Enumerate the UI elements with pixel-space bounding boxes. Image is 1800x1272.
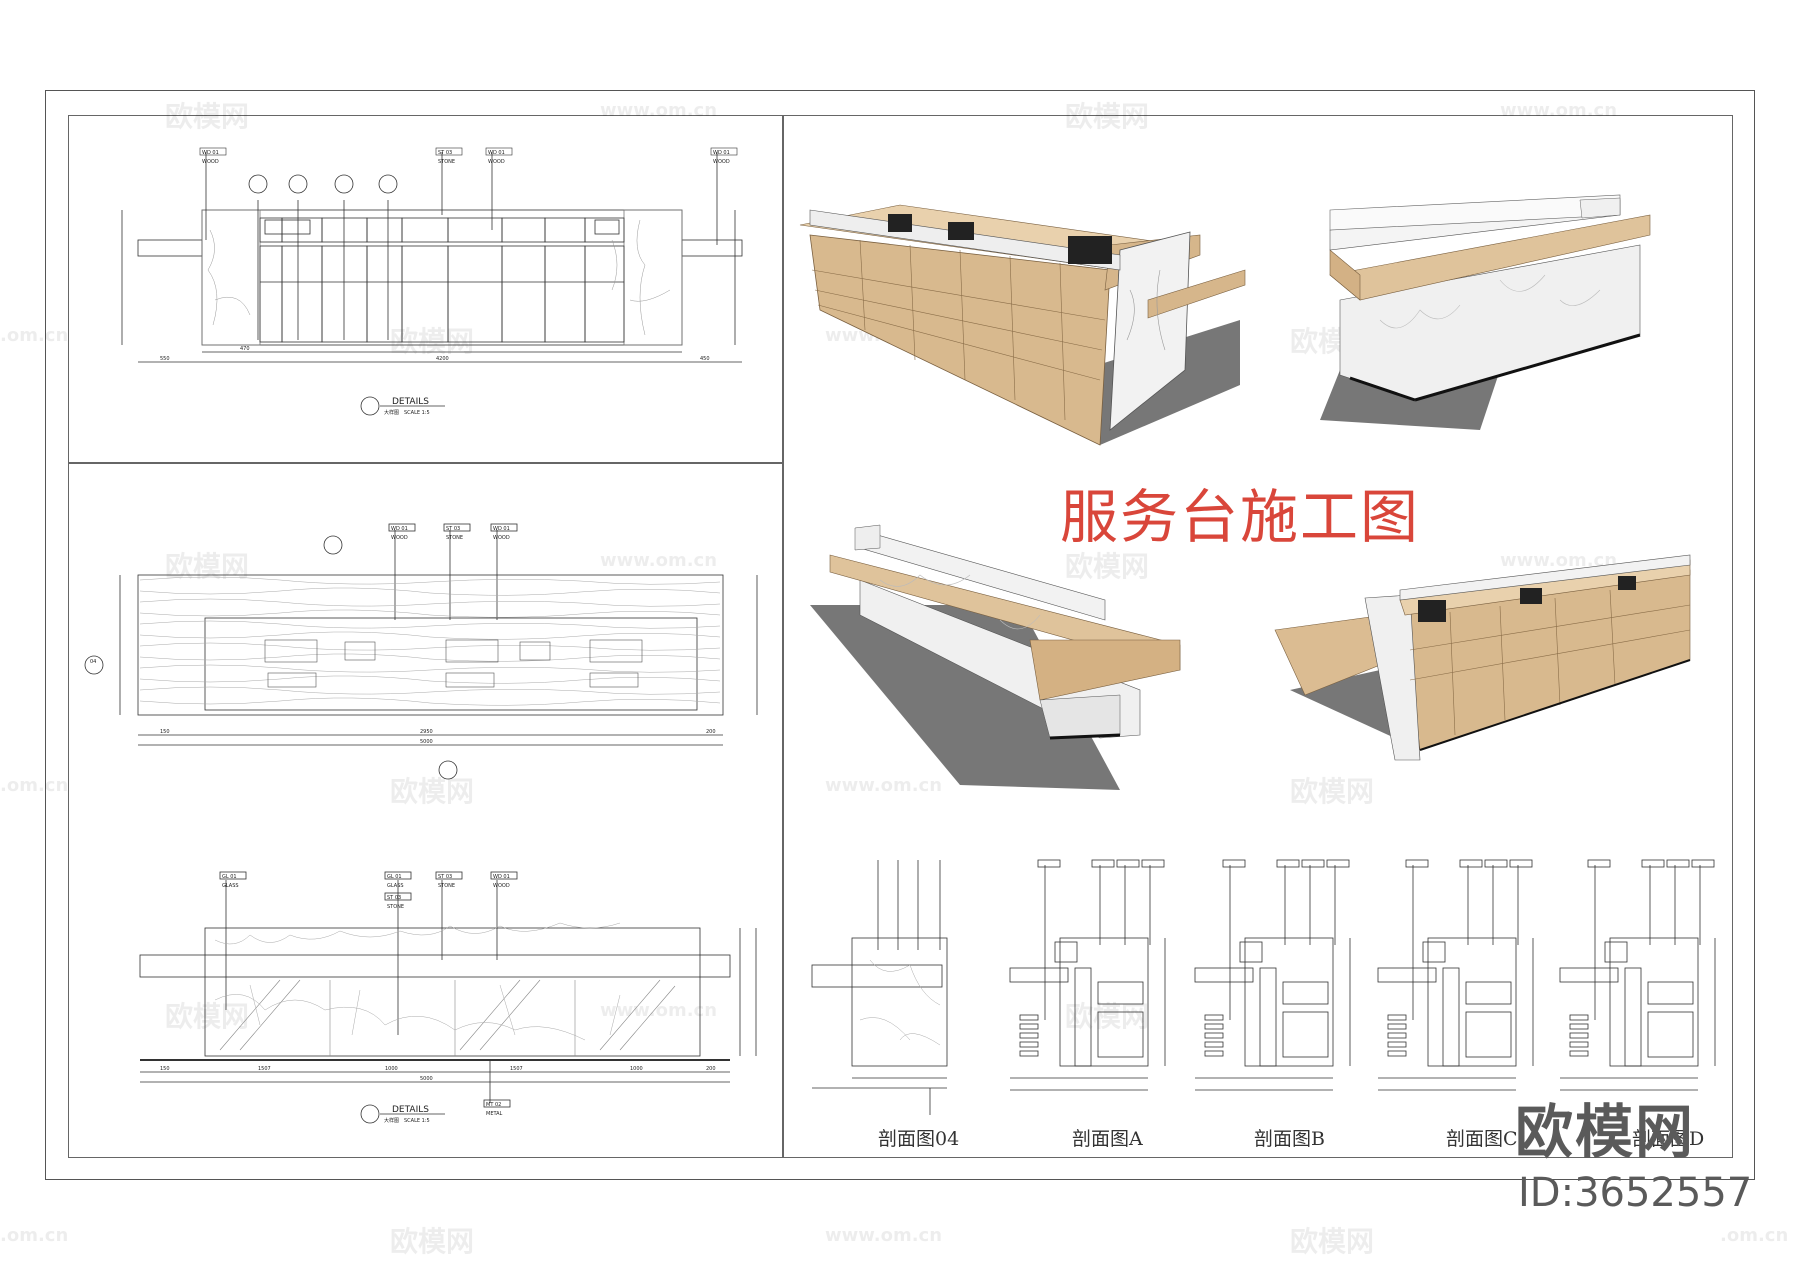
tag-code: ST 03 <box>438 150 452 156</box>
dim-text: 5000 <box>420 1076 433 1082</box>
dim-text: 450 <box>700 356 710 362</box>
brand-logo: 欧模网 <box>1515 1098 1696 1166</box>
tag-material: WOOD <box>493 883 510 889</box>
tag-code: WD 01 <box>488 150 505 156</box>
watermark-site: www.om.cn <box>825 775 943 796</box>
tag-material: STONE <box>438 883 455 889</box>
section-b <box>1194 859 1351 1091</box>
tag-material: METAL <box>486 1111 503 1117</box>
detail-cn: 大样图 <box>384 409 399 416</box>
dim-text: 2950 <box>420 729 433 735</box>
tag-material: WOOD <box>488 159 505 165</box>
dim-text: 200 <box>706 1066 716 1072</box>
tag-material: STONE <box>438 159 455 165</box>
page-title: 服务台施工图 <box>1060 483 1421 551</box>
watermark-site: www.om.cn <box>600 550 718 571</box>
watermark-brand: 欧模网 <box>1290 775 1375 808</box>
render-view-back-right <box>1320 194 1651 430</box>
tag-code: MT 02 <box>486 1102 501 1108</box>
tag-code: WD 01 <box>493 526 510 532</box>
tag-code: WD 01 <box>713 150 730 156</box>
tag-code: WD 01 <box>391 526 408 532</box>
render-view-back-left <box>810 524 1181 790</box>
sheet-border <box>45 90 1755 1180</box>
tag-code: ST 03 <box>446 526 460 532</box>
watermark-brand: 欧模网 <box>165 1000 250 1033</box>
dim-text: 150 <box>160 729 170 735</box>
dim-text: 550 <box>160 356 170 362</box>
tag-code: ST 03 <box>438 874 452 880</box>
render-view-front-right <box>1274 554 1691 761</box>
section-d <box>1559 859 1716 1091</box>
dim-text: 1507 <box>258 1066 271 1072</box>
section-label-04: 剖面图04 <box>878 1128 960 1150</box>
watermark-site: .om.cn <box>0 325 69 346</box>
watermark-brand: 欧模网 <box>1065 1000 1150 1033</box>
dim-text: 1000 <box>630 1066 643 1072</box>
watermark-brand: 欧模网 <box>390 1225 475 1258</box>
tag-material: STONE <box>387 904 404 910</box>
dim-text: 5000 <box>420 739 433 745</box>
asset-id: ID:3652557 <box>1518 1170 1753 1216</box>
watermark-brand: 欧模网 <box>390 775 475 808</box>
section-label-d: 剖面图D <box>1632 1128 1705 1150</box>
watermark-brand: 欧模网 <box>390 325 475 358</box>
detail-cn: 大样图 <box>384 1117 399 1124</box>
watermark-site: .om.cn <box>0 1225 69 1246</box>
tag-material: WOOD <box>713 159 730 165</box>
dim-text: 150 <box>160 1066 170 1072</box>
watermark-site: www.om.cn <box>600 100 718 121</box>
section-label-c: 剖面图C <box>1446 1128 1518 1150</box>
detail-label: DETAILS <box>392 1105 429 1115</box>
tag-code: GL 01 <box>222 874 237 880</box>
marker-text: 04 <box>90 659 96 665</box>
scale-label: SCALE 1:5 <box>404 410 430 416</box>
watermark-site: www.om.cn <box>825 1225 943 1246</box>
detail-label: DETAILS <box>392 397 429 407</box>
tag-code: WD 01 <box>493 874 510 880</box>
dim-text: 470 <box>240 346 250 352</box>
panel-elevation-top <box>68 115 783 463</box>
section-04 <box>811 860 948 1115</box>
tag-code: GL 01 <box>387 874 402 880</box>
watermark-site: .om.cn <box>1720 1225 1789 1246</box>
tag-material: GLASS <box>222 883 239 889</box>
section-a <box>1009 859 1166 1091</box>
watermark-site: .om.cn <box>0 775 69 796</box>
render-view-front-left <box>799 204 1246 446</box>
watermark-brand: 欧模网 <box>165 100 250 133</box>
tag-code: WD 01 <box>202 150 219 156</box>
watermark-brand: 欧模网 <box>1065 550 1150 583</box>
watermark-brand: 欧模网 <box>1065 100 1150 133</box>
section-c <box>1377 859 1534 1091</box>
watermark-brand: 欧模网 <box>1290 1225 1375 1258</box>
tag-material: GLASS <box>387 883 404 889</box>
tag-material: WOOD <box>493 535 510 541</box>
dim-text: 1507 <box>510 1066 523 1072</box>
dim-text: 1000 <box>385 1066 398 1072</box>
panel-3d-and-sections <box>783 115 1733 1158</box>
panel-elevation-bottom <box>68 463 783 1158</box>
dim-text: 4200 <box>436 356 449 362</box>
scale-label: SCALE 1:5 <box>404 1118 430 1124</box>
watermark-site: www.om.cn <box>1500 550 1618 571</box>
tag-material: WOOD <box>391 535 408 541</box>
tag-code: ST 03 <box>387 895 401 901</box>
section-label-a: 剖面图A <box>1072 1128 1143 1150</box>
watermark-site: www.om.cn <box>1500 100 1618 121</box>
section-label-b: 剖面图B <box>1254 1128 1325 1150</box>
tag-material: STONE <box>446 535 463 541</box>
tag-material: WOOD <box>202 159 219 165</box>
dim-text: 200 <box>706 729 716 735</box>
